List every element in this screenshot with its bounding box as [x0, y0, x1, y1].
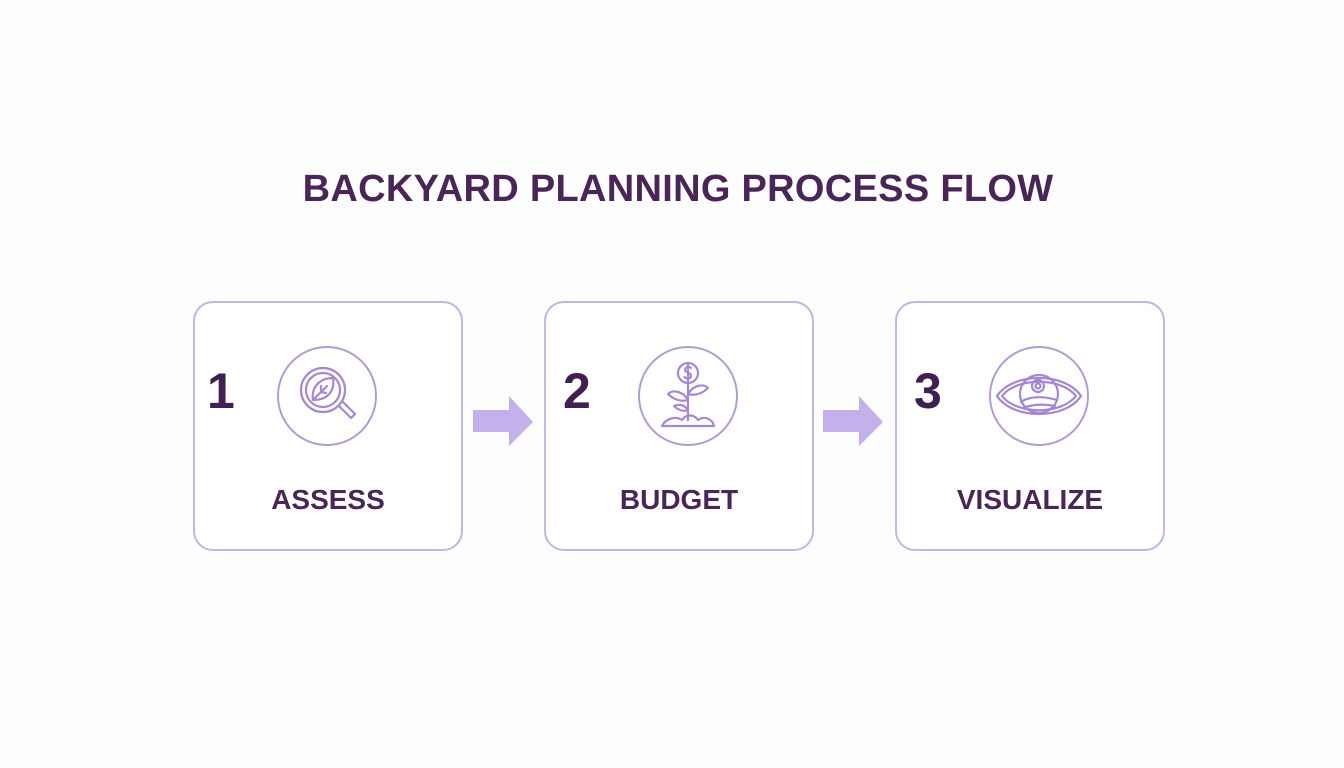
magnifier-leaf-icon [277, 346, 377, 446]
eye-landscape-icon [989, 346, 1089, 446]
step-number: 3 [914, 363, 942, 419]
step-label: ASSESS [271, 484, 385, 515]
arrow-right-icon [823, 396, 883, 446]
step-box-budget: 2 BUDGET [544, 301, 814, 551]
step-label: BUDGET [619, 484, 739, 515]
arrow-right-icon [473, 396, 533, 446]
step-box-visualize: 3 VISUALIZE [895, 301, 1165, 551]
diagram-title: BACKYARD PLANNING PROCESS FLOW [302, 168, 1054, 210]
step-label: VISUALIZE [956, 484, 1104, 515]
money-plant-icon [638, 346, 738, 446]
step-number: 1 [207, 363, 235, 419]
step-number: 2 [563, 363, 591, 419]
step-box-assess: 1 ASSESS [193, 301, 463, 551]
